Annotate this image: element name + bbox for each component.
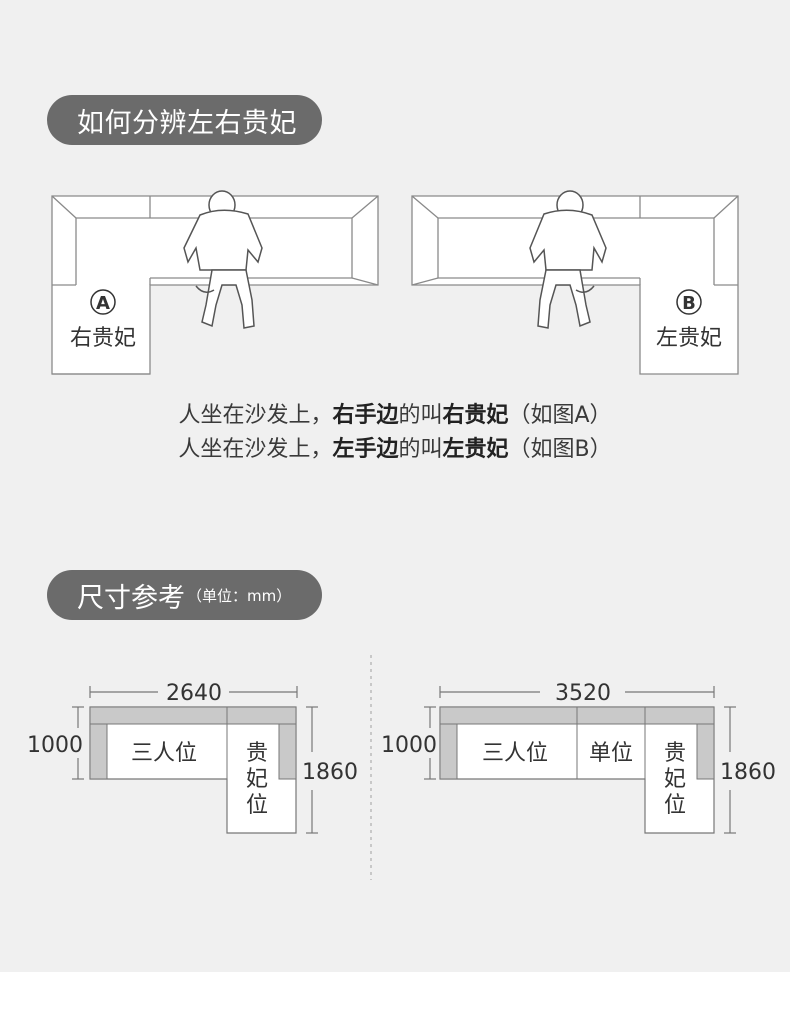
caption-b-bold2: 左贵妃 bbox=[442, 437, 509, 462]
left-chaise-depth-label: 1860 bbox=[302, 760, 358, 785]
caption-b-bold1: 左手边 bbox=[332, 437, 399, 462]
caption-b-part3: （如图B） bbox=[508, 437, 612, 462]
left-width-label: 2640 bbox=[166, 681, 222, 706]
right-depth-label: 1000 bbox=[381, 733, 437, 758]
dimension-drawing-left bbox=[72, 686, 318, 834]
caption-b-part1: 人坐在沙发上， bbox=[178, 437, 333, 462]
right-three-seat-label: 三人位 bbox=[482, 741, 548, 766]
section-title-size-text: 尺寸参考 bbox=[77, 582, 185, 614]
caption-right-chaise: 人坐在沙发上，右手边的叫右贵妃（如图A） bbox=[0, 397, 790, 429]
section-title-how-to: 如何分辨左右贵妃 bbox=[47, 95, 322, 145]
left-three-seat-label: 三人位 bbox=[131, 741, 197, 766]
section-title-size-unit: （单位：mm） bbox=[187, 586, 292, 605]
caption-a-bold2: 右贵妃 bbox=[442, 403, 509, 428]
right-chaise-label-2: 妃 bbox=[664, 767, 686, 792]
right-chaise-depth-label: 1860 bbox=[720, 760, 776, 785]
dimension-drawing-right bbox=[424, 686, 736, 834]
caption-a-part1: 人坐在沙发上， bbox=[178, 403, 333, 428]
left-chaise-label-3: 位 bbox=[246, 793, 268, 818]
left-chaise-label-2: 妃 bbox=[246, 767, 268, 792]
right-width-label: 3520 bbox=[555, 681, 611, 706]
person-figure-b bbox=[529, 190, 607, 329]
badge-b-icon: B bbox=[676, 289, 702, 315]
caption-a-part3: （如图A） bbox=[508, 403, 612, 428]
badge-a-letter: A bbox=[96, 293, 110, 314]
caption-a-part2: 的叫 bbox=[398, 403, 443, 428]
section-title-how-to-text: 如何分辨左右贵妃 bbox=[77, 107, 297, 139]
right-chaise-label-1: 贵 bbox=[664, 741, 686, 766]
caption-left-chaise: 人坐在沙发上，左手边的叫左贵妃（如图B） bbox=[0, 431, 790, 463]
left-chaise-label-1: 贵 bbox=[246, 741, 268, 766]
section-title-size: 尺寸参考（单位：mm） bbox=[47, 570, 322, 620]
right-single-seat-label: 单位 bbox=[589, 741, 633, 766]
caption-b-part2: 的叫 bbox=[398, 437, 443, 462]
badge-b-letter: B bbox=[682, 293, 696, 314]
badge-a-icon: A bbox=[90, 289, 116, 315]
left-depth-label: 1000 bbox=[27, 733, 83, 758]
right-chaise-label-3: 位 bbox=[664, 793, 686, 818]
caption-a-bold1: 右手边 bbox=[332, 403, 399, 428]
label-left-chaise: 左贵妃 bbox=[656, 326, 722, 351]
label-right-chaise: 右贵妃 bbox=[70, 326, 136, 351]
person-figure-a bbox=[183, 190, 263, 329]
